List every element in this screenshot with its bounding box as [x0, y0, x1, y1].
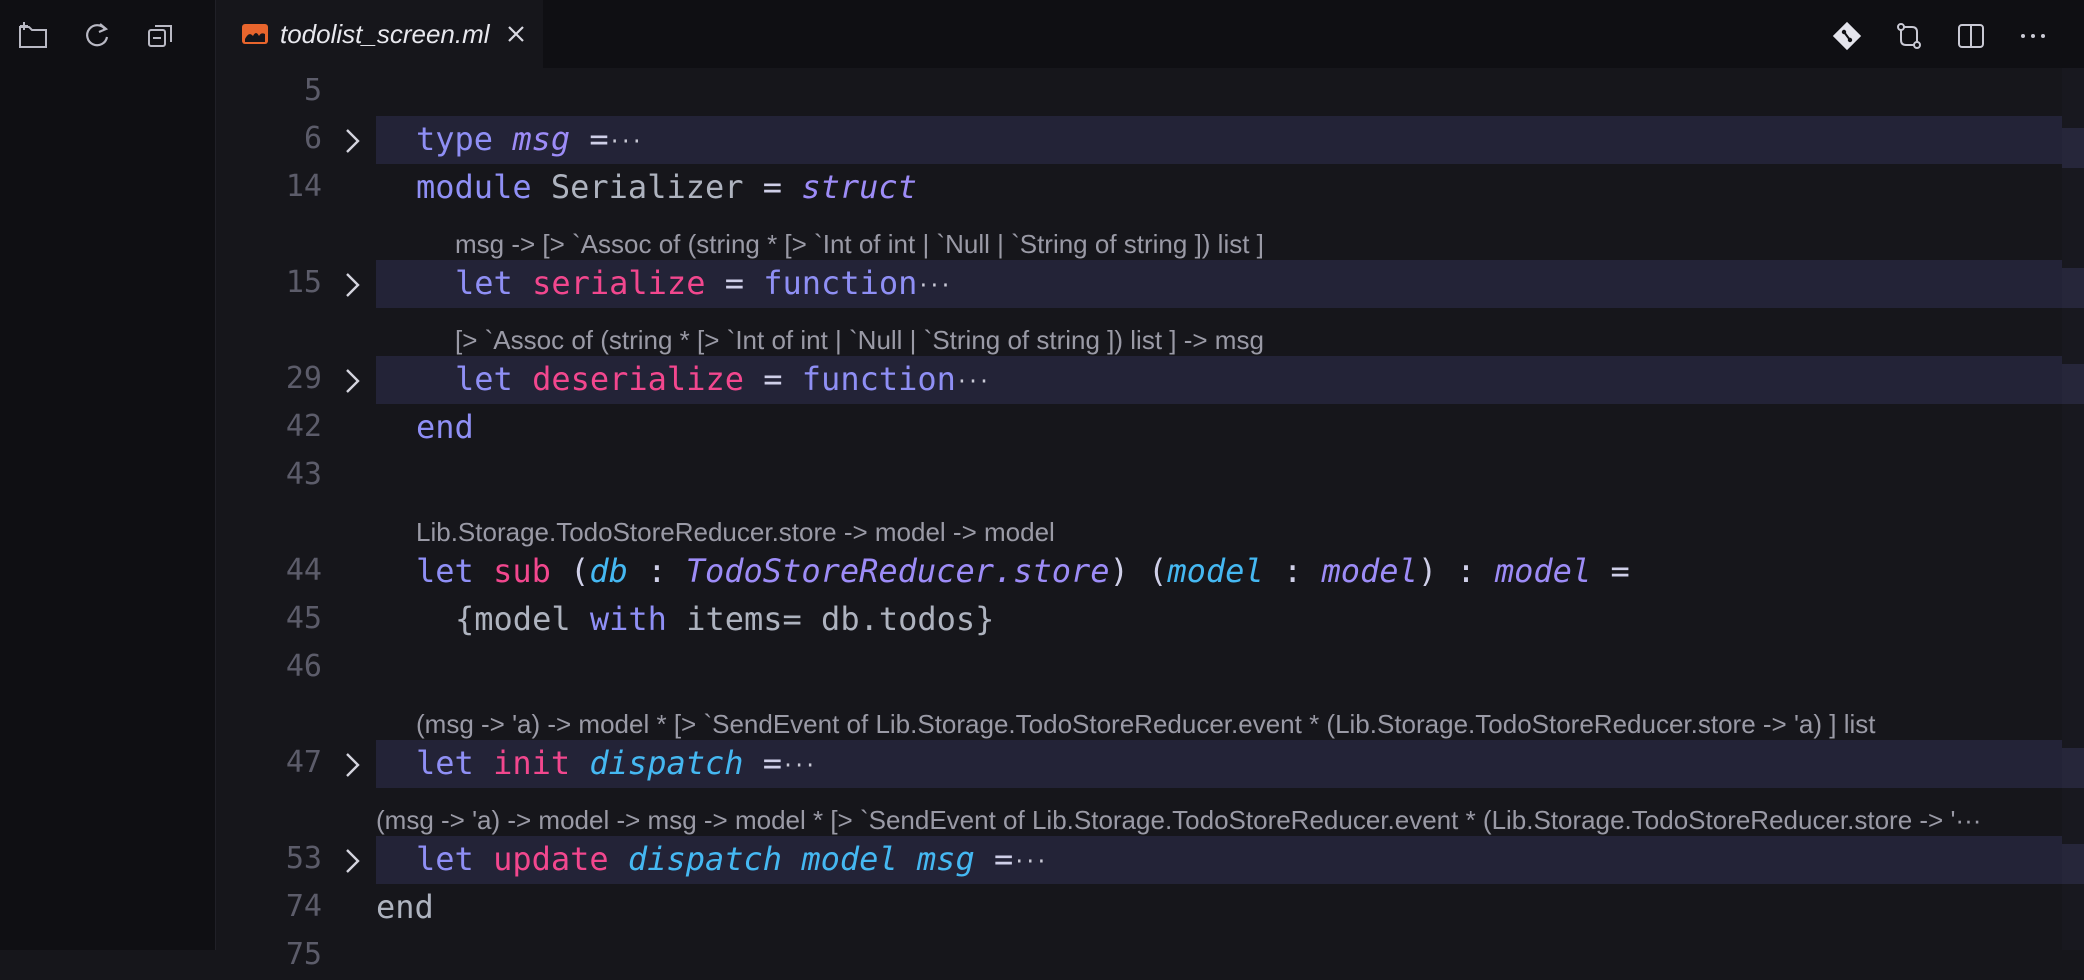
- type-hint: Lib.Storage.TodoStoreReducer.store -> mo…: [416, 517, 1055, 547]
- type-hint: msg -> [> `Assoc of (string * [> `Int of…: [455, 229, 1264, 259]
- vertical-scrollbar[interactable]: [2062, 68, 2084, 950]
- chevron-right-icon[interactable]: [342, 366, 364, 396]
- line-number: 53: [285, 841, 322, 876]
- code-line: 5: [216, 68, 2062, 116]
- code-line-folded: 47 let init dispatch =···: [286, 740, 2062, 788]
- code-text: module Serializer = struct: [416, 168, 917, 206]
- new-folder-icon[interactable]: [16, 18, 50, 52]
- code-line: 75: [216, 932, 2062, 980]
- chevron-right-icon[interactable]: [342, 126, 364, 156]
- line-number: 45: [285, 601, 322, 636]
- tab-label: todolist_screen.ml: [280, 18, 490, 49]
- code-text: let sub (db : TodoStoreReducer.store) (m…: [416, 552, 1630, 590]
- line-number: 43: [285, 457, 322, 492]
- git-icon[interactable]: [1828, 17, 1866, 55]
- type-hint: (msg -> 'a) -> model -> msg -> model * […: [376, 805, 1982, 835]
- compare-changes-icon[interactable]: [1890, 17, 1928, 55]
- explorer-sidebar: [0, 0, 216, 950]
- chevron-right-icon[interactable]: [342, 846, 364, 876]
- scrollbar-highlight-marker: [2062, 128, 2084, 168]
- line-number: 14: [285, 169, 322, 204]
- editor-tab[interactable]: todolist_screen.ml: [216, 0, 543, 68]
- code-text: end: [376, 888, 434, 926]
- code-editor[interactable]: 5 6 type msg =··· 14 module Serializer =…: [216, 68, 2084, 972]
- line-number: 74: [285, 889, 322, 924]
- code-text: end: [416, 408, 474, 446]
- collapse-all-icon[interactable]: [144, 18, 178, 52]
- more-actions-icon[interactable]: [2014, 17, 2052, 55]
- code-line-folded: 15 let serialize = function···: [286, 260, 2062, 308]
- code-text: {model with items= db.todos}: [455, 600, 995, 638]
- code-line: 14 module Serializer = struct: [216, 164, 2062, 212]
- line-number: 46: [285, 649, 322, 684]
- code-text: let deserialize = function···: [455, 360, 990, 398]
- code-line: 46: [216, 644, 2062, 692]
- line-number: 44: [285, 553, 322, 588]
- scrollbar-highlight-marker: [2062, 844, 2084, 884]
- line-number: 47: [285, 745, 322, 780]
- refresh-icon[interactable]: [80, 18, 114, 52]
- chevron-right-icon[interactable]: [342, 270, 364, 300]
- line-number: 15: [285, 265, 322, 300]
- code-line-folded: 6 type msg =···: [304, 116, 2062, 164]
- code-line: 74 end: [216, 884, 2062, 932]
- tab-bar: todolist_screen.ml: [216, 0, 2084, 68]
- close-icon[interactable]: [504, 22, 528, 46]
- code-line-folded: 29 let deserialize = function···: [286, 356, 2062, 404]
- split-editor-icon[interactable]: [1952, 17, 1990, 55]
- type-hint: (msg -> 'a) -> model * [> `SendEvent of …: [416, 709, 1876, 739]
- scrollbar-highlight-marker: [2062, 364, 2084, 404]
- line-number: 29: [285, 361, 322, 396]
- code-text: let update dispatch model msg =···: [416, 840, 1047, 878]
- line-number: 75: [285, 937, 322, 972]
- code-line: 44 let sub (db : TodoStoreReducer.store)…: [216, 548, 2062, 596]
- line-number: 42: [285, 409, 322, 444]
- ocaml-file-icon: [242, 24, 268, 44]
- line-number: 6: [303, 121, 322, 156]
- code-text: let serialize = function···: [455, 264, 952, 302]
- type-hint: [> `Assoc of (string * [> `Int of int | …: [455, 325, 1264, 355]
- code-line: 42 end: [216, 404, 2062, 452]
- scrollbar-highlight-marker: [2062, 748, 2084, 788]
- code-text: let init dispatch =···: [416, 744, 816, 782]
- code-text: type msg =···: [416, 120, 643, 158]
- code-line: 43: [216, 452, 2062, 500]
- chevron-right-icon[interactable]: [342, 750, 364, 780]
- code-line-folded: 53 let update dispatch model msg =···: [286, 836, 2062, 884]
- scrollbar-highlight-marker: [2062, 268, 2084, 308]
- code-line: 45 {model with items= db.todos}: [216, 596, 2062, 644]
- line-number: 5: [303, 73, 322, 108]
